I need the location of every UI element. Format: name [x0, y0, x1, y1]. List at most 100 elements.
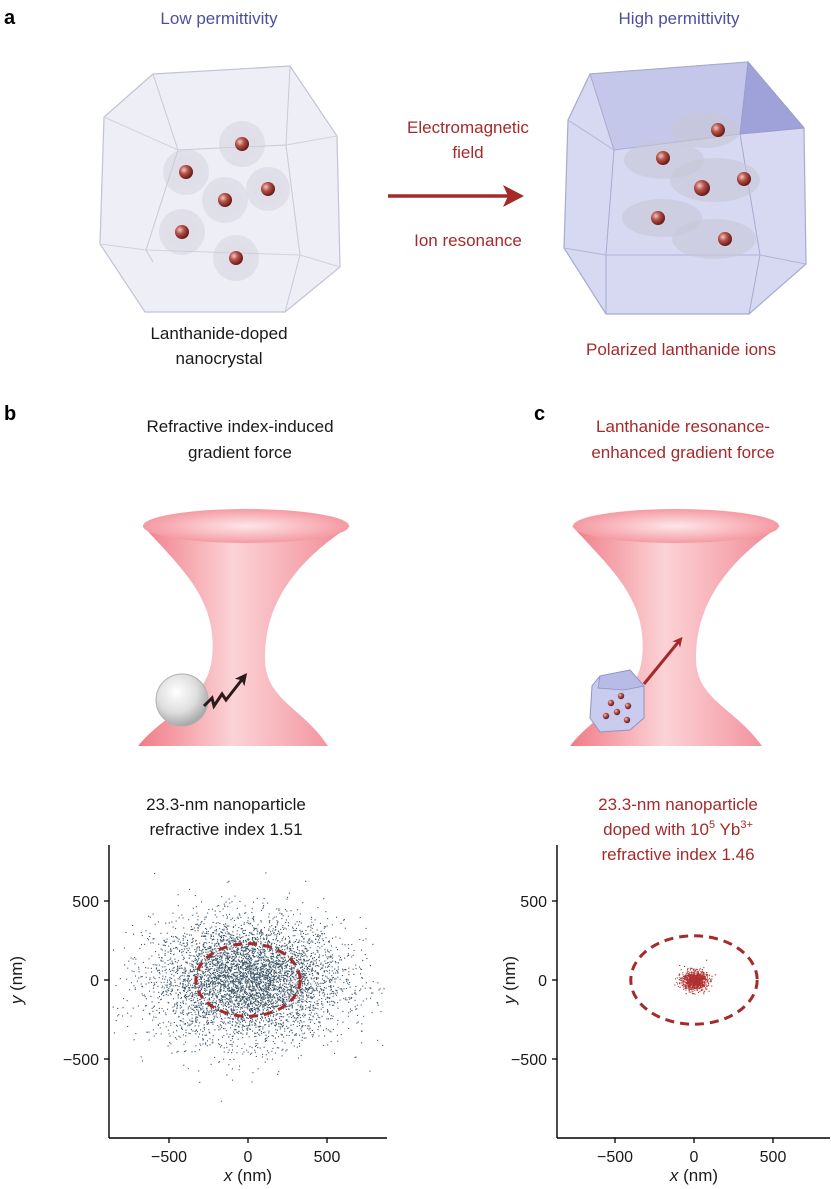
scatter-point: [241, 1024, 243, 1026]
scatter-point: [288, 970, 290, 972]
scatter-point: [181, 949, 183, 951]
scatter-point: [200, 960, 202, 962]
scatter-point: [160, 999, 162, 1001]
scatter-point: [276, 1001, 278, 1003]
scatter-point: [223, 1051, 225, 1053]
scatter-point: [312, 962, 314, 964]
scatter-point: [226, 956, 228, 958]
scatter-point: [218, 944, 220, 946]
scatter-point: [136, 980, 138, 982]
scatter-point: [288, 1016, 290, 1018]
scatter-point: [153, 1005, 155, 1007]
scatter-point: [176, 968, 178, 970]
scatter-point: [284, 985, 286, 987]
scatter-point: [229, 989, 231, 991]
scatter-point: [247, 952, 249, 954]
scatter-point: [162, 960, 164, 962]
scatter-point: [251, 976, 253, 978]
scatter-point: [218, 933, 220, 935]
scatter-point: [348, 971, 350, 973]
scatter-point: [300, 931, 302, 933]
scatter-point: [255, 994, 257, 996]
scatter-point: [216, 973, 218, 975]
scatter-point: [262, 932, 264, 934]
scatter-point: [270, 948, 272, 950]
scatter-point: [216, 997, 218, 999]
scatter-point: [201, 960, 203, 962]
scatter-point: [278, 1005, 280, 1007]
scatter-point: [251, 950, 253, 952]
scatter-point: [252, 987, 254, 989]
scatter-point: [243, 1014, 245, 1016]
scatter-point: [227, 1004, 229, 1006]
scatter-point: [291, 956, 293, 958]
scatter-point: [205, 967, 207, 969]
scatter-point: [205, 980, 207, 982]
scatter-point: [336, 992, 338, 994]
scatter-point: [249, 984, 251, 986]
scatter-point: [260, 931, 262, 933]
scatter-point: [305, 933, 307, 935]
scatter-point: [314, 942, 316, 944]
scatter-point: [220, 1100, 222, 1102]
scatter-point: [289, 982, 291, 984]
scatter-point: [195, 1018, 197, 1020]
scatter-point: [195, 958, 197, 960]
scatter-point: [252, 989, 254, 991]
scatter-point: [227, 1002, 229, 1004]
scatter-point: [182, 981, 184, 983]
scatter-point: [214, 977, 216, 979]
scatter-point: [269, 978, 271, 980]
scatter-point: [203, 956, 205, 958]
scatter-point: [205, 938, 207, 940]
scatter-point: [272, 1003, 274, 1005]
scatter-point: [299, 956, 301, 958]
scatter-point: [302, 962, 304, 964]
scatter-point: [158, 1012, 160, 1014]
scatter-point: [275, 1032, 277, 1034]
scatter-point: [210, 956, 212, 958]
scatter-point: [241, 964, 243, 966]
scatter-point: [248, 988, 250, 990]
scatter-point: [370, 987, 372, 989]
scatter-point: [187, 985, 189, 987]
scatter-point: [233, 1031, 235, 1033]
scatter-point: [157, 1024, 159, 1026]
scatter-point: [251, 933, 253, 935]
scatter-point: [213, 993, 215, 995]
scatter-point: [321, 1015, 323, 1017]
scatter-point: [158, 1007, 160, 1009]
scatter-point: [243, 1005, 245, 1007]
plot-b-label-line1: 23.3-nm nanoparticle: [146, 795, 306, 814]
scatter-point: [248, 970, 250, 972]
scatter-point: [381, 992, 383, 994]
scatter-point: [301, 1036, 303, 1038]
scatter-point: [294, 992, 296, 994]
scatter-point: [216, 995, 218, 997]
scatter-point: [207, 980, 209, 982]
scatter-point: [316, 959, 318, 961]
scatter-point: [360, 988, 362, 990]
scatter-point: [248, 949, 250, 951]
scatter-point: [240, 967, 242, 969]
scatter-point: [269, 949, 271, 951]
scatter-point: [262, 970, 264, 972]
scatter-point: [206, 968, 208, 970]
scatter-point: [218, 1043, 220, 1045]
scatter-point: [308, 940, 310, 942]
scatter-point: [286, 910, 288, 912]
scatter-point: [207, 974, 209, 976]
scatter-point: [232, 1041, 234, 1043]
scatter-point: [273, 1006, 275, 1008]
scatter-point: [172, 936, 174, 938]
scatter-point: [150, 967, 152, 969]
scatter-point: [195, 923, 197, 925]
scatter-point: [337, 966, 339, 968]
scatter-point: [179, 976, 181, 978]
scatter-point: [272, 928, 274, 930]
scatter-point: [176, 1006, 178, 1008]
scatter-point: [276, 1005, 278, 1007]
scatter-point: [203, 975, 205, 977]
scatter-point: [250, 1053, 252, 1055]
scatter-point: [238, 982, 240, 984]
